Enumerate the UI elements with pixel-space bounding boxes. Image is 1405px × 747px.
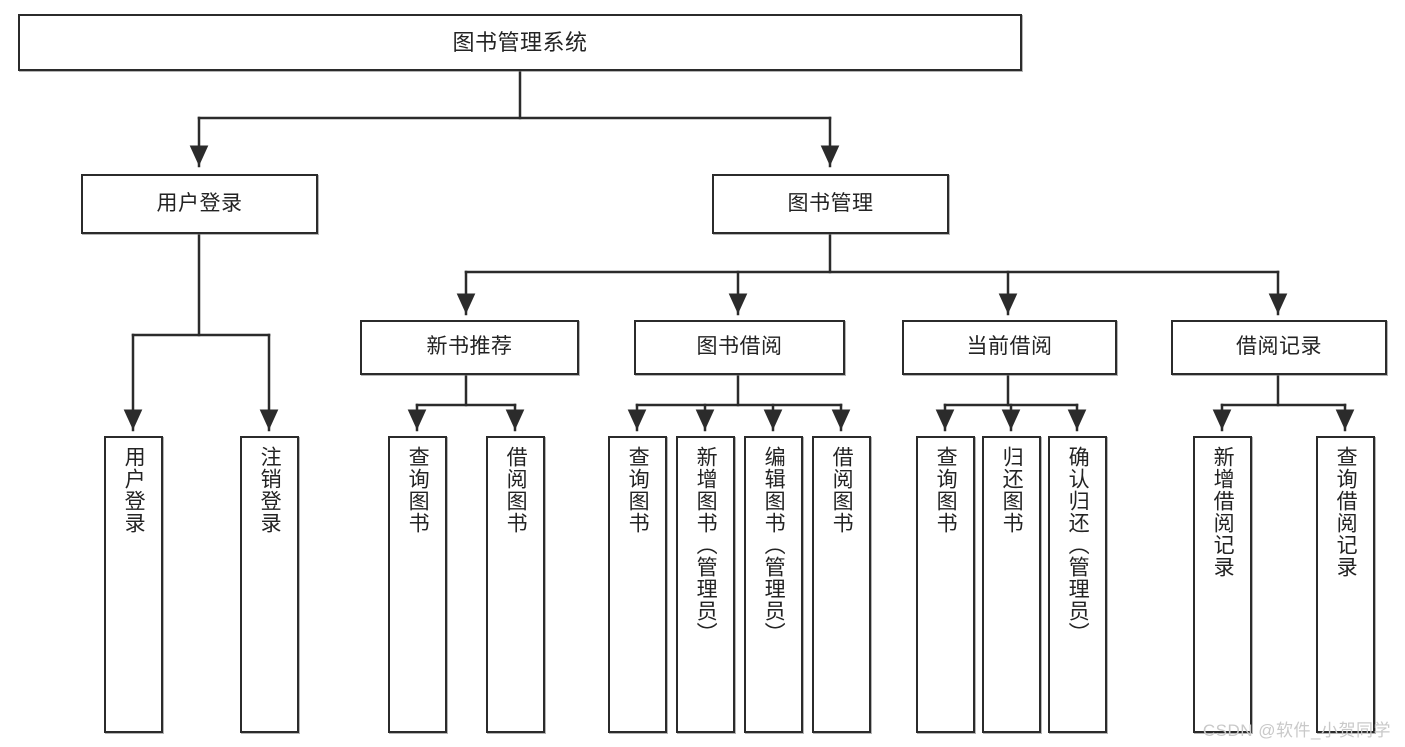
node-leaf-query-book-current-label: 查询图书 — [934, 446, 958, 534]
node-new-book-recommend-label: 新书推荐 — [426, 335, 513, 359]
node-leaf-query-book-borrow[interactable]: 查询图书 — [608, 436, 667, 733]
node-root[interactable]: 图书管理系统 — [18, 14, 1022, 71]
node-leaf-logout-login-label: 注销登录 — [258, 446, 282, 534]
node-user-login-label: 用户登录 — [156, 191, 243, 215]
node-leaf-borrow-book-label: 借阅图书 — [830, 446, 854, 534]
node-book-manage[interactable]: 图书管理 — [712, 174, 949, 234]
node-leaf-query-book-current[interactable]: 查询图书 — [916, 436, 975, 733]
node-leaf-query-book-rec[interactable]: 查询图书 — [388, 436, 447, 733]
node-leaf-query-record[interactable]: 查询借阅记录 — [1316, 436, 1375, 733]
node-leaf-add-book-label: 新增图书（管理员） — [694, 446, 718, 644]
node-leaf-add-record[interactable]: 新增借阅记录 — [1193, 436, 1252, 733]
node-leaf-query-book-rec-label: 查询图书 — [406, 446, 430, 534]
node-leaf-borrow-book[interactable]: 借阅图书 — [812, 436, 871, 733]
node-leaf-confirm-return-label: 确认归还（管理员） — [1066, 446, 1090, 644]
node-root-label: 图书管理系统 — [452, 29, 588, 55]
node-leaf-return-book[interactable]: 归还图书 — [982, 436, 1041, 733]
node-leaf-edit-book-label: 编辑图书（管理员） — [762, 446, 786, 644]
node-book-borrow-label: 图书借阅 — [696, 335, 783, 359]
node-book-borrow[interactable]: 图书借阅 — [634, 320, 845, 375]
node-leaf-logout-login[interactable]: 注销登录 — [240, 436, 299, 733]
node-borrow-record-label: 借阅记录 — [1236, 335, 1322, 359]
watermark-text: CSDN @软件_小贺同学 — [1202, 721, 1391, 740]
node-current-borrow[interactable]: 当前借阅 — [902, 320, 1117, 375]
node-borrow-record[interactable]: 借阅记录 — [1171, 320, 1387, 375]
node-current-borrow-label: 当前借阅 — [966, 335, 1053, 359]
node-leaf-edit-book[interactable]: 编辑图书（管理员） — [744, 436, 803, 733]
node-user-login[interactable]: 用户登录 — [81, 174, 318, 234]
node-leaf-add-book[interactable]: 新增图书（管理员） — [676, 436, 735, 733]
node-leaf-borrow-book-rec-label: 借阅图书 — [504, 446, 528, 534]
node-leaf-return-book-label: 归还图书 — [1000, 446, 1024, 534]
node-leaf-query-record-label: 查询借阅记录 — [1334, 446, 1358, 578]
node-leaf-borrow-book-rec[interactable]: 借阅图书 — [486, 436, 545, 733]
node-leaf-confirm-return[interactable]: 确认归还（管理员） — [1048, 436, 1107, 733]
node-leaf-query-book-borrow-label: 查询图书 — [626, 446, 650, 534]
node-leaf-user-login[interactable]: 用户登录 — [104, 436, 163, 733]
node-leaf-user-login-label: 用户登录 — [122, 446, 146, 534]
node-leaf-add-record-label: 新增借阅记录 — [1211, 446, 1235, 578]
node-new-book-recommend[interactable]: 新书推荐 — [360, 320, 579, 375]
node-book-manage-label: 图书管理 — [787, 191, 874, 215]
